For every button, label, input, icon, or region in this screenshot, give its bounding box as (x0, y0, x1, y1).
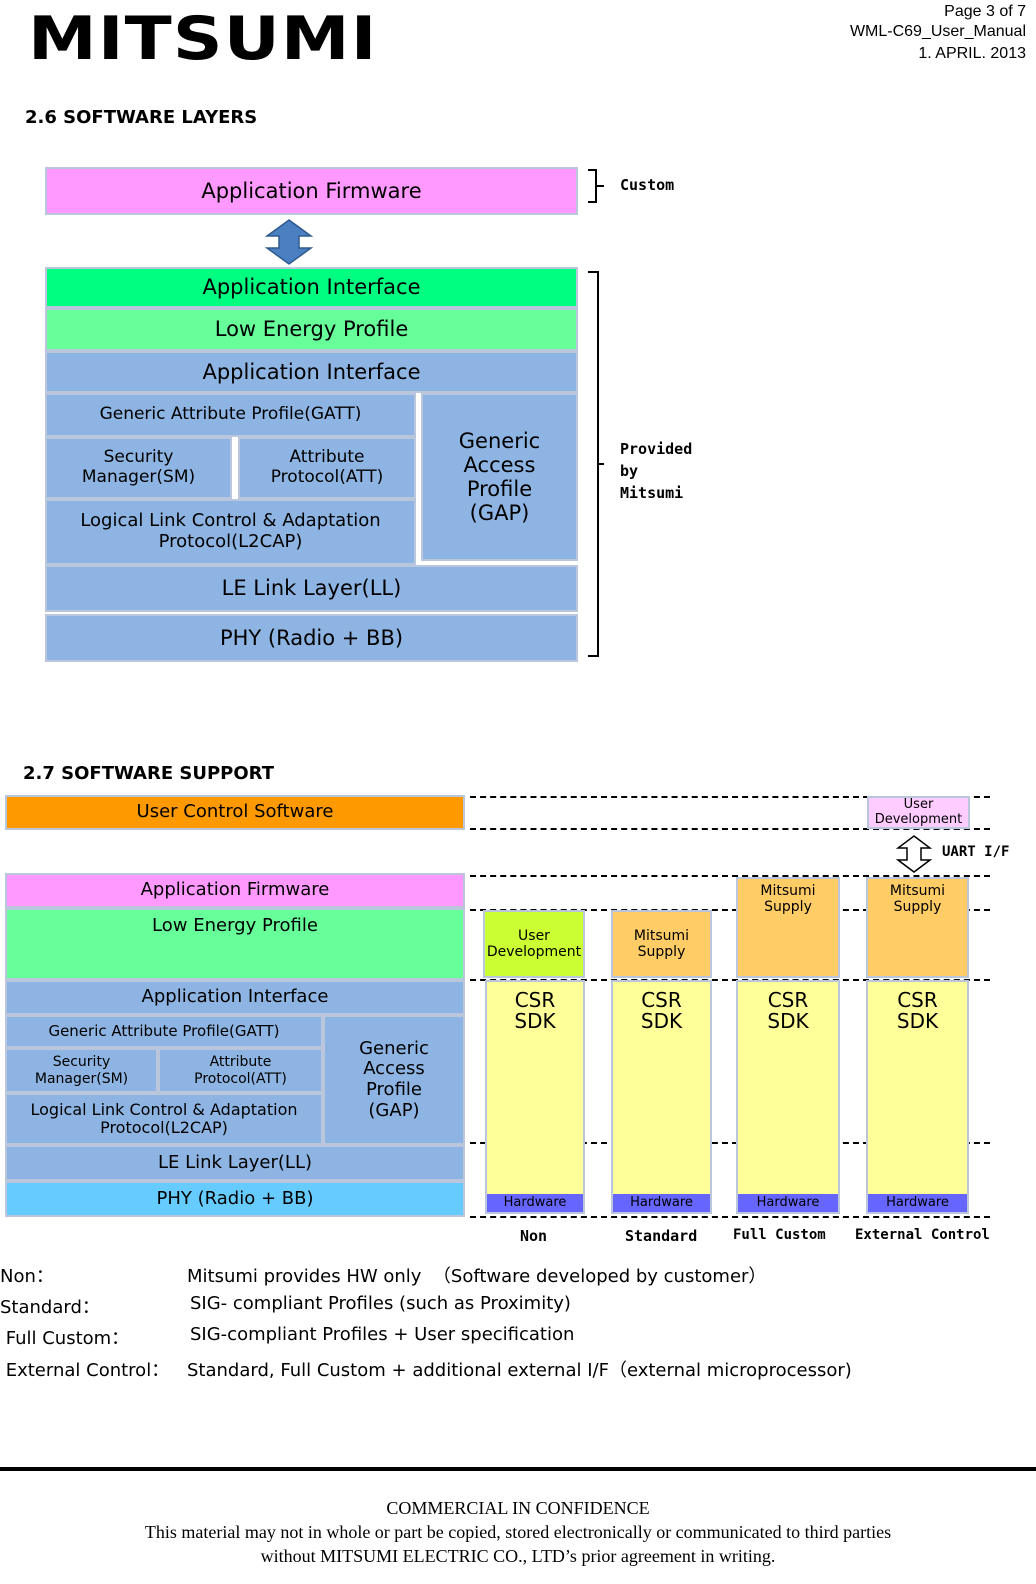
phy-block: PHY (Radio + BB) (45, 614, 578, 662)
application-interface-top-block: Application Interface (45, 267, 578, 308)
page-number: Page 3 of 7 (944, 3, 1026, 20)
csr-sdk-label: CSR SDK (767, 988, 809, 1033)
legend-term-standard: Standard： (0, 1297, 100, 1318)
application-firmware-block: Application Firmware (45, 167, 578, 215)
l2cap-block: Logical Link Control & Adaptation Protoc… (5, 1093, 323, 1145)
legend-desc-non: Mitsumi provides HW only （Software devel… (187, 1266, 767, 1287)
legend-term-non: Non： (0, 1266, 54, 1287)
column-label-external-control: External Control (855, 1227, 990, 1243)
custom-bracket (588, 169, 604, 203)
mitsumi-logo: MITSUMI (28, 4, 378, 74)
custom-label: Custom (620, 176, 675, 194)
l2cap-block: Logical Link Control & Adaptation Protoc… (45, 499, 416, 565)
mitsumi-supply-block: Mitsumi Supply (611, 910, 712, 978)
security-manager-block: Security Manager(SM) (5, 1048, 158, 1093)
footer-confidential: COMMERCIAL IN CONFIDENCE (386, 1498, 650, 1518)
provided-by-mitsumi-label: Provided by Mitsumi (620, 440, 693, 502)
hardware-block: Hardware (868, 1194, 967, 1212)
hardware-block: Hardware (613, 1194, 710, 1212)
double-arrow-icon (264, 219, 314, 265)
uart-if-label: UART I/F (942, 844, 1010, 860)
gap-block: Generic Access Profile (GAP) (323, 1015, 465, 1145)
footer-notice-line1: This material may not in whole or part b… (144, 1522, 892, 1542)
le-link-layer-block: LE Link Layer(LL) (45, 565, 578, 612)
dashed-line (470, 828, 990, 830)
hardware-block: Hardware (738, 1194, 838, 1212)
mitsumi-supply-block: Mitsumi Supply (866, 877, 969, 978)
dashed-line (470, 1142, 990, 1144)
dashed-line (470, 909, 990, 911)
section-2-7-title: 2.7 SOFTWARE SUPPORT (23, 763, 274, 784)
dashed-line (470, 875, 990, 877)
csr-sdk-label: CSR SDK (514, 988, 556, 1033)
gap-block: Generic Access Profile (GAP) (421, 393, 578, 561)
user-control-software-block: User Control Software (5, 795, 465, 830)
low-energy-profile-block: Low Energy Profile (45, 308, 578, 351)
column-label-full-custom: Full Custom (733, 1227, 826, 1243)
legend-desc-external-control: Standard, Full Custom + additional exter… (187, 1360, 852, 1381)
hardware-block: Hardware (487, 1194, 583, 1212)
legend-desc-full-custom: SIG-compliant Profiles + User specificat… (190, 1324, 575, 1345)
dashed-line (470, 1216, 990, 1218)
user-development-top-block: User Development (867, 796, 970, 829)
document-name: WML-C69_User_Manual (849, 23, 1026, 40)
legend-term-external-control: External Control： (0, 1360, 170, 1381)
low-energy-profile-block: Low Energy Profile (5, 908, 465, 980)
csr-sdk-label: CSR SDK (896, 988, 939, 1033)
security-manager-block: Security Manager(SM) (45, 437, 232, 499)
column-label-standard: Standard (625, 1227, 698, 1245)
le-link-layer-block: LE Link Layer(LL) (5, 1145, 465, 1181)
legend-desc-standard: SIG- compliant Profiles (such as Proximi… (190, 1293, 571, 1314)
phy-block: PHY (Radio + BB) (5, 1181, 465, 1217)
gatt-block: Generic Attribute Profile(GATT) (45, 393, 416, 437)
csr-sdk-column-full-custom: CSR SDK Hardware (736, 980, 840, 1214)
attribute-protocol-block: Attribute Protocol(ATT) (238, 437, 416, 499)
gatt-block: Generic Attribute Profile(GATT) (5, 1015, 323, 1048)
attribute-protocol-block: Attribute Protocol(ATT) (158, 1048, 323, 1093)
csr-sdk-column-non: CSR SDK Hardware (485, 980, 585, 1214)
footer-notice-line2: without MITSUMI ELECTRIC CO., LTD’s prio… (260, 1546, 776, 1566)
document-date: 1. APRIL. 2013 (918, 45, 1026, 62)
csr-sdk-column-standard: CSR SDK Hardware (611, 980, 712, 1214)
application-interface-block: Application Interface (45, 351, 578, 393)
uart-double-arrow-icon (896, 835, 932, 873)
application-firmware-block: Application Firmware (5, 873, 465, 908)
csr-sdk-label: CSR SDK (640, 988, 683, 1033)
csr-sdk-column-external-control: CSR SDK Hardware (866, 980, 969, 1214)
legend-term-full-custom: Full Custom： (0, 1328, 130, 1349)
footer-divider (0, 1467, 1036, 1471)
application-interface-block: Application Interface (5, 980, 465, 1015)
column-label-non: Non (520, 1227, 548, 1245)
dashed-line (470, 796, 990, 798)
section-2-6-title: 2.6 SOFTWARE LAYERS (25, 107, 258, 128)
mitsumi-supply-block: Mitsumi Supply (736, 877, 840, 978)
dashed-line (470, 979, 990, 981)
provided-bracket (588, 271, 604, 657)
user-development-block: User Development (483, 910, 585, 978)
